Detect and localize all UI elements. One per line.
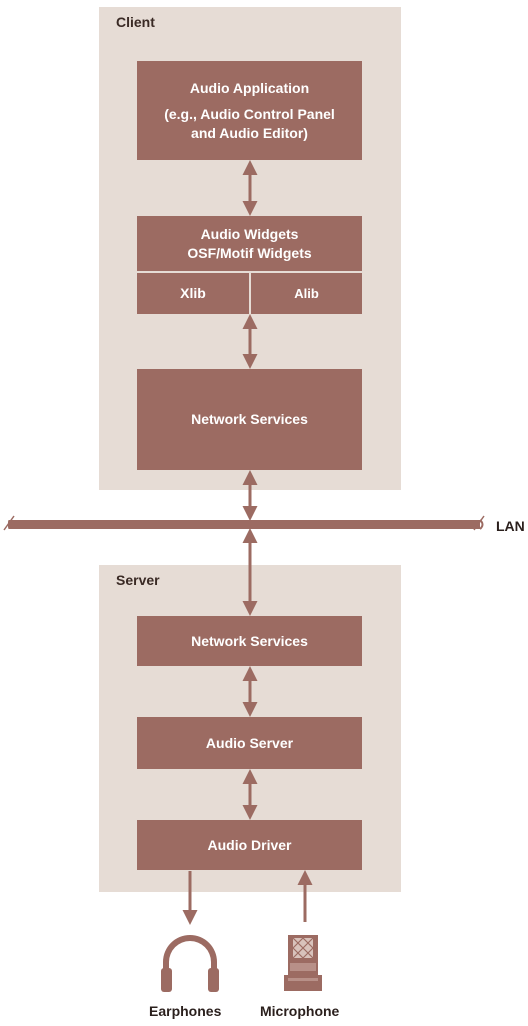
audio-application-title: Audio Application <box>189 79 310 96</box>
audio-server-box: Audio Server <box>137 717 362 769</box>
client-network-services-box: Network Services <box>137 369 362 470</box>
audio-driver-label: Audio Driver <box>207 836 292 853</box>
alib-box: Alib <box>251 273 362 314</box>
audio-application-example-line1: (e.g., Audio Control Panel <box>164 105 335 122</box>
client-title: Client <box>116 14 155 30</box>
audio-application-box: Audio Application (e.g., Audio Control P… <box>137 61 362 160</box>
earphones-label: Earphones <box>149 1003 222 1019</box>
server-network-services-label: Network Services <box>191 632 308 649</box>
widgets-box: Audio Widgets OSF/Motif Widgets <box>137 216 362 271</box>
earphones-icon <box>161 935 219 992</box>
server-title: Server <box>116 572 160 588</box>
microphone-label: Microphone <box>260 1003 340 1019</box>
server-network-services-box: Network Services <box>137 616 362 666</box>
xlib-box: Xlib <box>137 273 249 314</box>
alib-label: Alib <box>294 286 319 301</box>
lib-divider <box>249 273 251 314</box>
xlib-label: Xlib <box>180 285 206 301</box>
audio-server-label: Audio Server <box>205 734 294 751</box>
motif-widgets-label: OSF/Motif Widgets <box>187 244 312 261</box>
microphone-icon <box>284 935 322 991</box>
audio-widgets-label: Audio Widgets <box>200 225 299 242</box>
widgets-divider <box>137 271 362 273</box>
lan-bus <box>3 515 485 531</box>
audio-driver-box: Audio Driver <box>137 820 362 870</box>
lan-label: LAN <box>496 518 525 534</box>
client-network-services-label: Network Services <box>191 411 308 427</box>
audio-application-example-line2: and Audio Editor) <box>191 124 308 141</box>
